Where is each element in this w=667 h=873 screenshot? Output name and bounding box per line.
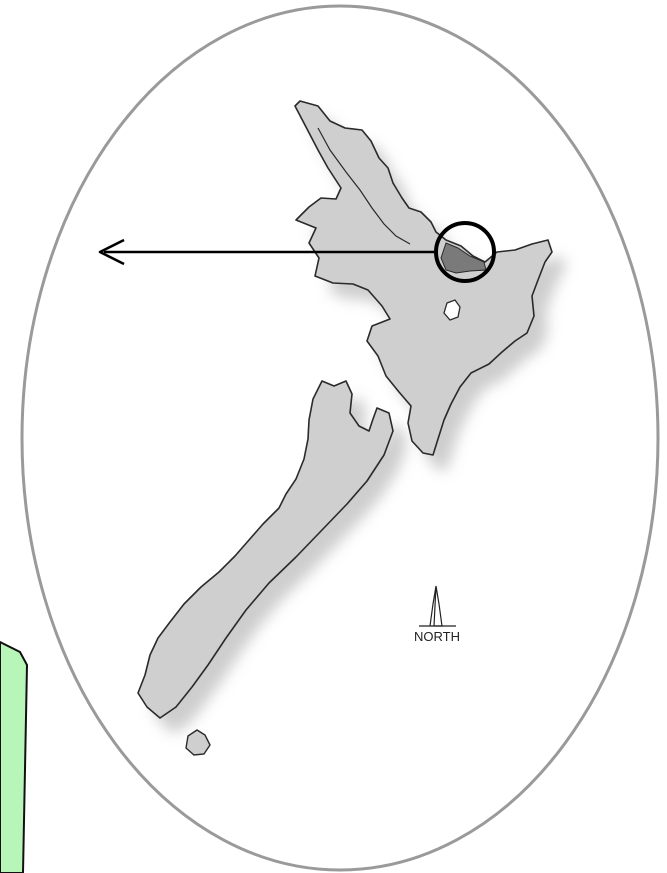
south-island <box>137 380 394 719</box>
arrow-left-icon <box>98 238 437 266</box>
lake-taupo <box>443 299 461 321</box>
stewart-island <box>185 729 211 756</box>
inset-panel <box>0 640 29 873</box>
north-arrow-icon <box>419 585 456 627</box>
northland-harbour-line <box>317 127 411 245</box>
highlighted-region <box>440 242 487 274</box>
north-label: NORTH <box>414 629 460 644</box>
frame-ellipse <box>20 4 660 872</box>
